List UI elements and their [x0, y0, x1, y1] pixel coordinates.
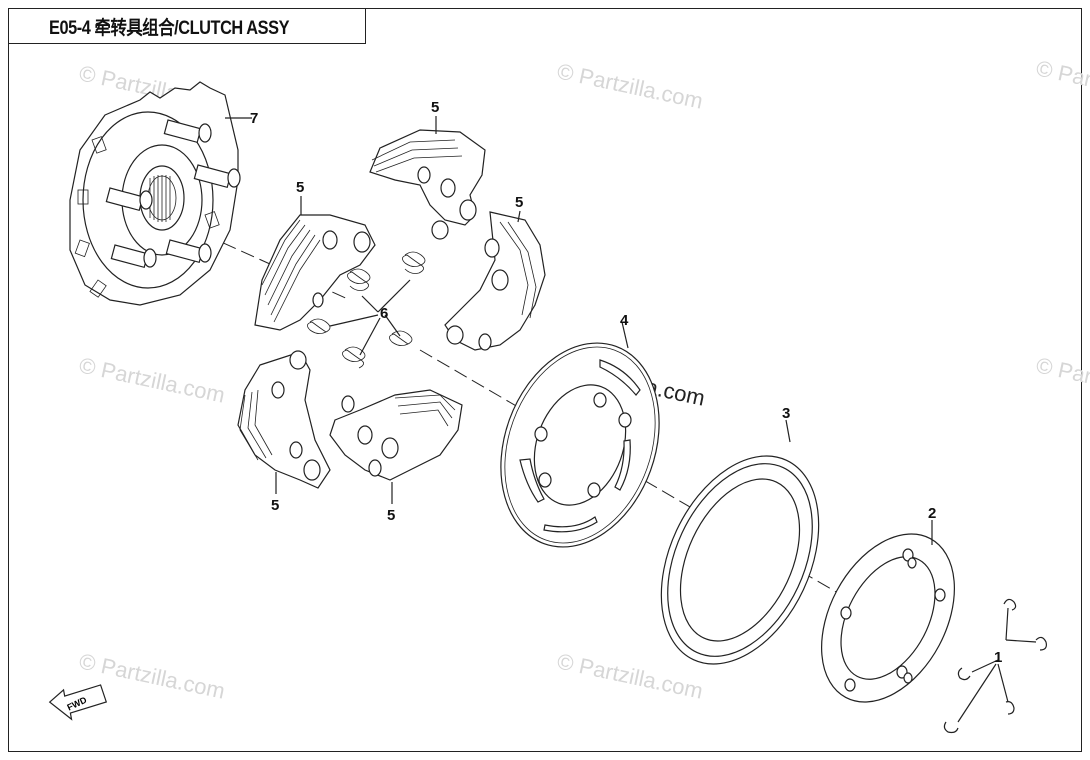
part-1-circlips [943, 598, 1047, 734]
watermark: © Partzilla.com [555, 58, 705, 113]
diagram-title: E05-4 牵转具组合/CLUTCH ASSY [49, 17, 290, 39]
callout-2: 2 [928, 505, 936, 522]
callout-4: 4 [620, 312, 629, 329]
part-5-shoe-bottom [329, 389, 463, 481]
callout-5: 5 [296, 179, 304, 196]
watermark: © Partzilla.com [1034, 55, 1090, 110]
watermark: © Partzilla.com [555, 648, 705, 703]
callout-3: 3 [782, 405, 790, 422]
part-3-friction-ring [660, 419, 820, 665]
callout-7: 7 [250, 110, 258, 127]
callout-5: 5 [271, 497, 279, 514]
callout-5: 5 [431, 99, 439, 116]
fwd-arrow-icon: FWD [48, 684, 108, 721]
part-2-pressure-plate [821, 520, 955, 703]
title-box: E05-4 牵转具组合/CLUTCH ASSY [8, 8, 366, 44]
part-5-shoe-right [444, 211, 546, 351]
part-7-drive-plate [69, 81, 252, 306]
watermark: © Partzilla.com [77, 352, 227, 407]
part-5-shoe-upper-left [254, 214, 376, 331]
callouts: 7 5 5 5 5 5 6 4 3 2 1 [250, 99, 1002, 666]
part-4-clutch-plate [500, 321, 660, 548]
part-5-shoe-top [369, 129, 486, 240]
callout-6: 6 [380, 305, 388, 322]
watermark: © Partzilla.com [1034, 352, 1090, 407]
part-6-springs [307, 251, 426, 369]
callout-5: 5 [387, 507, 395, 524]
callout-1: 1 [994, 649, 1002, 666]
part-5-shoe-lower-left [237, 350, 331, 489]
callout-5: 5 [515, 194, 523, 211]
diagram-frame [8, 8, 1082, 752]
